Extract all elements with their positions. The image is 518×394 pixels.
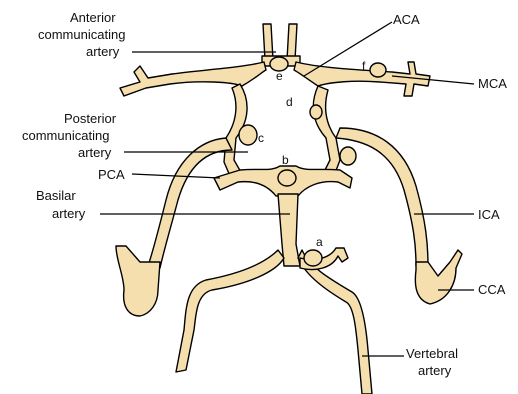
label-acom-line2: communicating (38, 27, 125, 42)
right-circle-side (313, 86, 340, 176)
label-pcom-line1: Posterior (64, 111, 117, 126)
aneurysms (239, 57, 386, 266)
label-acom-line1: Anterior (70, 10, 116, 25)
label-mca: MCA (478, 76, 507, 91)
label-acom-line3: artery (86, 44, 120, 59)
label-vertebral-line2: artery (418, 363, 452, 378)
marker-d: d (286, 95, 293, 109)
aneurysm-c (239, 125, 257, 145)
aca-left (263, 24, 273, 60)
aca-right (287, 24, 297, 60)
right-vertebral (298, 250, 372, 394)
label-aca: ACA (393, 12, 420, 27)
marker-b: b (282, 153, 289, 167)
aneurysm-right-pcom (340, 147, 356, 165)
left-vertebral (176, 250, 284, 372)
marker-e: e (276, 69, 283, 83)
label-pcom-line2: communicating (22, 128, 109, 143)
label-vertebral-line1: Vertebral (406, 346, 458, 361)
aneurysm-f (370, 63, 386, 77)
label-basilar-line2: artery (52, 206, 86, 221)
vessels (116, 24, 462, 394)
left-ica (148, 138, 232, 268)
aneurysm-a (304, 250, 322, 266)
label-cca: CCA (478, 282, 506, 297)
label-pcom-line3: artery (78, 145, 112, 160)
aneurysm-d (310, 105, 322, 119)
marker-c: c (258, 131, 264, 145)
aneurysm-b (278, 170, 296, 186)
marker-a: a (316, 235, 323, 249)
label-pca: PCA (98, 167, 125, 182)
label-basilar-line1: Basilar (36, 188, 76, 203)
label-ica: ICA (478, 207, 500, 222)
